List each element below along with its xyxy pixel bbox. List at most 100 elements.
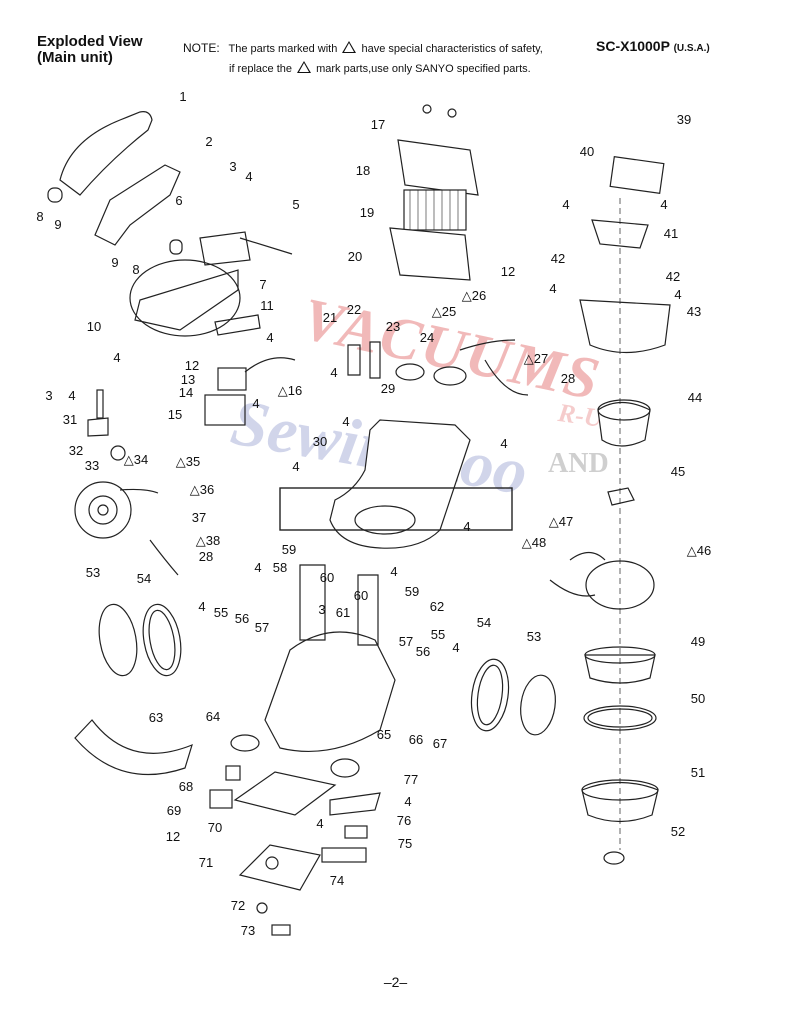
part-callout-label: △47 — [549, 514, 573, 529]
part-43-housing — [579, 299, 671, 354]
part-8-cap-left — [47, 187, 63, 203]
part-callout-label: 11 — [260, 298, 274, 313]
part-callout-label: 77 — [404, 772, 418, 787]
part-callout-label: 24 — [420, 330, 434, 345]
part-52-washer — [603, 851, 625, 865]
part-callout-label: 4 — [330, 365, 337, 380]
part-74-base-plate — [238, 844, 321, 891]
part-7-bracket — [199, 231, 251, 266]
part-18-filter-cover — [397, 139, 479, 196]
part-callout-label: 74 — [330, 873, 344, 888]
part-callout-label: 30 — [313, 434, 327, 449]
part-33-spring — [110, 445, 126, 461]
part-callout-label: 70 — [208, 820, 222, 835]
part-65-caster — [330, 758, 360, 778]
part-callout-label: △26 — [462, 288, 486, 303]
part-20-filter-frame — [389, 227, 471, 281]
watermark-and: AND — [548, 448, 609, 479]
part-callout-label: 75 — [398, 836, 412, 851]
note-line1-a: The parts marked with — [228, 43, 338, 55]
part-callout-label: 4 — [404, 794, 411, 809]
part-callout-label: 56 — [235, 611, 249, 626]
part-callout-label: 4 — [674, 287, 681, 302]
part-16-wire — [244, 357, 296, 373]
part-callout-label: 4 — [245, 169, 252, 184]
part-callout-label: 41 — [664, 226, 678, 241]
part-53-wheel-cover-left — [98, 603, 138, 677]
part-callout-label: 71 — [199, 855, 213, 870]
part-callout-label: 51 — [691, 765, 705, 780]
part-callout-label: △38 — [196, 533, 220, 548]
part-callout-label: 42 — [551, 251, 565, 266]
part-callout-label: 54 — [137, 571, 151, 586]
part-callout-label: 54 — [477, 615, 491, 630]
part-callout-label: 10 — [87, 319, 101, 334]
part-callout-label: 53 — [86, 565, 100, 580]
model-number: SC-X1000P (U.S.A.) — [596, 38, 710, 54]
part-callout-label: △48 — [522, 535, 546, 550]
part-54-wheel-ring-left — [142, 603, 182, 677]
part-callout-label: 40 — [580, 144, 594, 159]
part-19-hepa-filter — [403, 189, 467, 231]
part-callout-label: 69 — [167, 803, 181, 818]
part-callout-label: 14 — [179, 385, 193, 400]
part-22-clip — [369, 341, 381, 379]
safety-note: NOTE: The parts marked with have special… — [183, 38, 543, 79]
warning-triangle-icon — [297, 61, 312, 73]
part-callout-label: 12 — [166, 829, 180, 844]
part-callout-label: 3 — [318, 602, 325, 617]
part-callout-label: 59 — [405, 584, 419, 599]
part-callout-label: 12 — [501, 264, 515, 279]
part-callout-label: 65 — [377, 727, 391, 742]
part-callout-label: 45 — [671, 464, 685, 479]
part-callout-label: 60 — [354, 588, 368, 603]
part-38-wire — [149, 539, 179, 576]
page-number: –2– — [383, 974, 408, 990]
part-63-bumper — [74, 719, 193, 776]
part-callout-label: 20 — [348, 249, 362, 264]
part-21-clip — [347, 344, 361, 376]
part-callout-label: 28 — [199, 549, 213, 564]
part-callout-label: 23 — [386, 319, 400, 334]
part-callout-label: 55 — [431, 627, 445, 642]
part-1-top-cover — [59, 111, 153, 196]
part-40-filter — [609, 155, 665, 195]
part-59-bracket — [299, 564, 326, 641]
part-callout-label: 4 — [500, 436, 507, 451]
part-callout-label: 4 — [68, 388, 75, 403]
part-31-lever — [96, 389, 104, 419]
part-callout-label: 4 — [254, 560, 261, 575]
part-callout-label: △25 — [432, 304, 456, 319]
part-callout-label: 4 — [463, 519, 470, 534]
part-callout-label: 21 — [323, 310, 337, 325]
note-line1-b: have special characteristics of safety, — [361, 43, 543, 55]
part-callout-label: 1 — [179, 89, 186, 104]
part-callout-label: 17 — [371, 117, 385, 132]
part-2-handle — [94, 164, 181, 246]
part-callout-label: 22 — [347, 302, 361, 317]
part-27-wire — [484, 359, 529, 396]
part-callout-label: 4 — [252, 396, 259, 411]
part-callout-label: 3 — [229, 159, 236, 174]
part-callout-label: △46 — [687, 543, 711, 558]
part-54-wheel-ring-right — [470, 658, 510, 732]
title-line-2: (Main unit) — [37, 49, 113, 66]
part-callout-label: 31 — [63, 412, 77, 427]
part-callout-label: 9 — [111, 255, 118, 270]
note-line2-b: mark parts,use only SANYO specified part… — [316, 63, 531, 75]
part-callout-label: 44 — [688, 390, 702, 405]
part-callout-label: 4 — [342, 414, 349, 429]
part-68-clip — [225, 765, 241, 781]
part-callout-label: 4 — [198, 599, 205, 614]
part-callout-label: 68 — [179, 779, 193, 794]
part-callout-label: 76 — [397, 813, 411, 828]
part-64-caster — [230, 734, 260, 752]
part-callout-label: △34 — [124, 452, 148, 467]
part-callout-label: 5 — [292, 197, 299, 212]
part-10-top-housing — [129, 259, 241, 337]
part-45-valve — [607, 487, 635, 506]
page-title: Exploded View (Main unit) — [37, 34, 143, 66]
part-callout-label: 73 — [241, 923, 255, 938]
part-23-knob — [395, 363, 425, 381]
